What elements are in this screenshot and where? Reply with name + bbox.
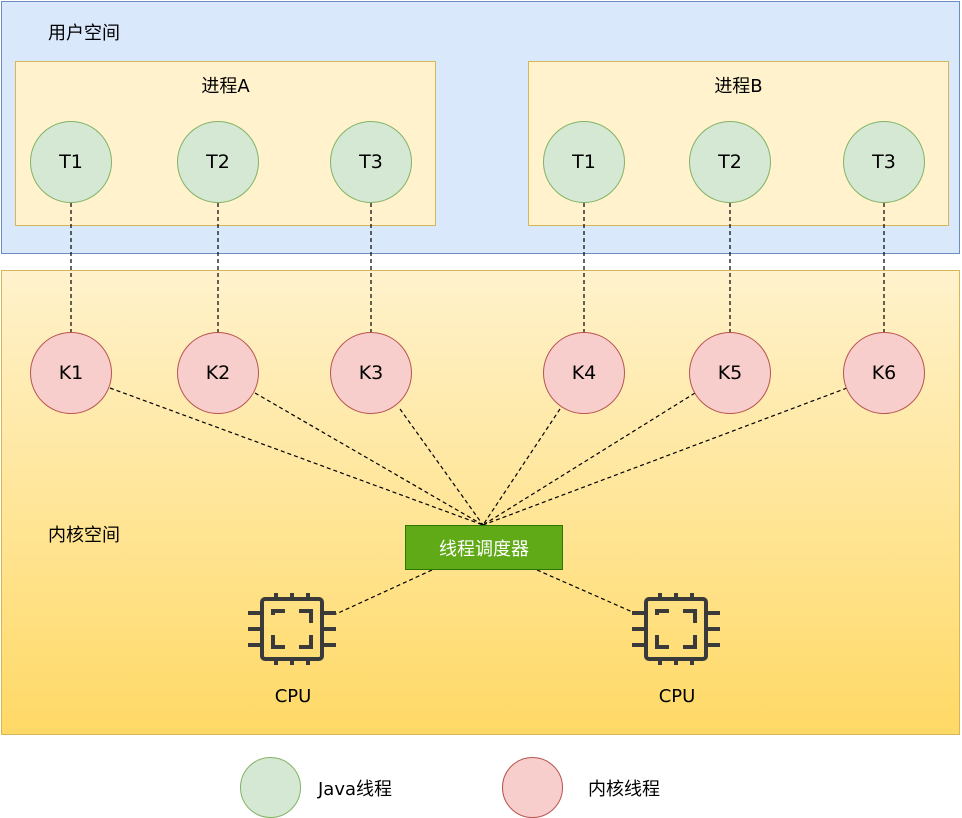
sched-line-cpu1 bbox=[335, 569, 433, 615]
kernel-space-label: 内核空间 bbox=[48, 525, 120, 546]
cpu-icon-right bbox=[632, 593, 720, 665]
sched-line-k4 bbox=[482, 408, 561, 526]
legend-kernel-label: 内核线程 bbox=[588, 779, 660, 800]
legend-java-label: Java线程 bbox=[318, 779, 393, 800]
kernel-thread-k4: K4 bbox=[543, 332, 625, 414]
process-b-label: 进程B bbox=[714, 76, 763, 97]
java-thread-a-t3: T3 bbox=[330, 121, 412, 203]
java-thread-b-t1: T1 bbox=[543, 121, 625, 203]
kernel-thread-k1: K1 bbox=[30, 332, 112, 414]
thread-scheduler: 线程调度器 bbox=[405, 525, 563, 570]
kernel-thread-k6: K6 bbox=[843, 332, 925, 414]
cpu-label-right: CPU bbox=[658, 686, 696, 707]
user-space-label: 用户空间 bbox=[48, 23, 120, 44]
sched-line-k1 bbox=[109, 387, 484, 526]
legend-java-swatch bbox=[240, 757, 301, 818]
cpu-label-left: CPU bbox=[274, 686, 312, 707]
java-thread-b-t3: T3 bbox=[843, 121, 925, 203]
process-a-label: 进程A bbox=[201, 76, 250, 97]
kernel-thread-k3: K3 bbox=[330, 332, 412, 414]
java-thread-b-t2: T2 bbox=[689, 121, 771, 203]
sched-line-k3 bbox=[399, 408, 484, 526]
legend-kernel-swatch bbox=[502, 757, 563, 818]
kernel-thread-k5: K5 bbox=[689, 332, 771, 414]
java-thread-a-t1: T1 bbox=[30, 121, 112, 203]
kernel-space-region bbox=[1, 270, 960, 735]
kernel-thread-k2: K2 bbox=[177, 332, 259, 414]
cpu-icon-left bbox=[248, 593, 336, 665]
sched-line-k6 bbox=[482, 387, 848, 526]
sched-line-cpu2 bbox=[536, 569, 638, 615]
java-thread-a-t2: T2 bbox=[177, 121, 259, 203]
sched-line-k2 bbox=[254, 392, 484, 526]
